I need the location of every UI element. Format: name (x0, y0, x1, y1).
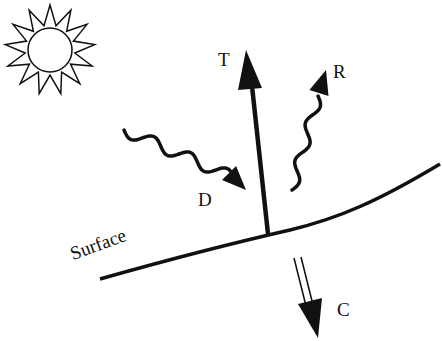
sun-symbol (5, 5, 94, 94)
flux-label: D (198, 190, 212, 209)
surface-label: Surface (68, 225, 129, 263)
surface-line (100, 164, 440, 279)
conduction-arrow-line (301, 257, 313, 305)
wavy-arrows (124, 70, 329, 190)
arrow-head (238, 50, 262, 90)
turbulent-flux-arrow (252, 86, 268, 234)
arrow-head (309, 70, 328, 96)
arrow-head (298, 298, 322, 338)
flux-label: R (333, 62, 346, 81)
flux-label: T (218, 50, 230, 69)
sun-disc (28, 28, 72, 72)
radiation-arrow (292, 96, 321, 190)
arrow-head (222, 166, 246, 190)
sun-ray (5, 5, 94, 94)
flux-label: C (337, 300, 350, 319)
radiation-arrow (124, 130, 234, 178)
conduction-arrow-line (294, 258, 306, 306)
